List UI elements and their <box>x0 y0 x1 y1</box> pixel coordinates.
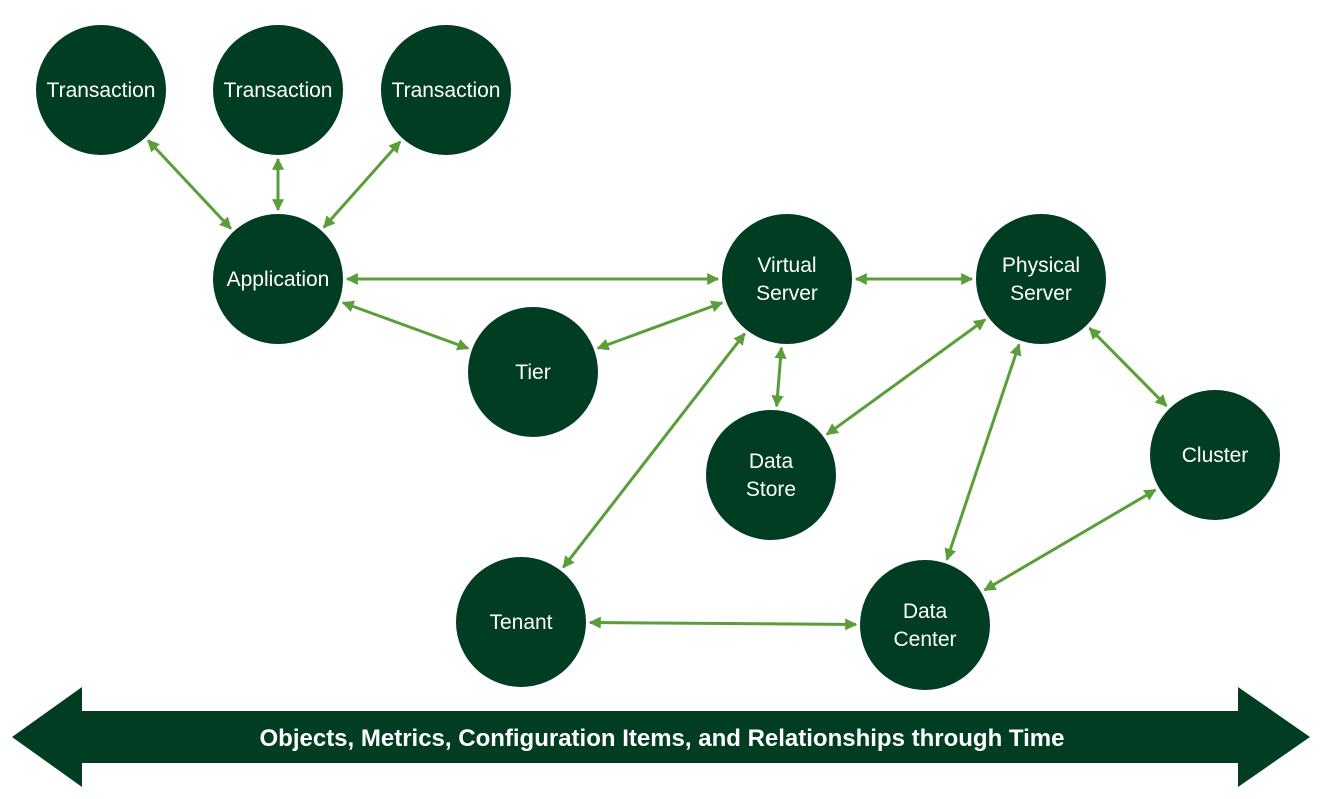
node-circle <box>860 560 990 690</box>
edge-virtual-server-tenant <box>562 332 746 569</box>
edge-application-tier <box>341 300 470 351</box>
node-label: Tenant <box>489 611 552 634</box>
node-circle <box>468 307 598 437</box>
edges <box>147 139 1168 631</box>
node-circle <box>213 25 343 155</box>
node-label: Center <box>893 628 956 651</box>
node-circle <box>456 557 586 687</box>
edge-tenant-data-center <box>588 616 858 631</box>
node-transaction-2: Transaction <box>213 25 343 155</box>
timeline-banner: Objects, Metrics, Configuration Items, a… <box>12 687 1310 787</box>
node-label: Store <box>746 478 796 501</box>
node-tier: Tier <box>468 307 598 437</box>
node-transaction-1: Transaction <box>36 25 166 155</box>
node-label: Transaction <box>47 79 156 102</box>
node-transaction-3: Transaction <box>381 25 511 155</box>
edge-physical-server-data-store <box>825 318 987 436</box>
node-circle <box>722 214 852 344</box>
double-arrow-banner <box>12 687 1310 787</box>
node-circle <box>36 25 166 155</box>
edge-tier-virtual-server <box>596 300 724 351</box>
node-label: Transaction <box>224 79 333 102</box>
node-circle <box>381 25 511 155</box>
nodes: Transaction Transaction TransactionApplica… <box>36 25 1280 690</box>
node-application: Application <box>213 214 343 344</box>
node-label: Server <box>756 282 818 305</box>
edge-physical-server-data-center <box>944 343 1022 561</box>
banner-label: Objects, Metrics, Configuration Items, a… <box>260 725 1065 752</box>
node-label: Physical <box>1002 254 1080 277</box>
node-circle <box>213 214 343 344</box>
edge-transaction-1-application <box>147 139 232 230</box>
edge-transaction-3-application <box>322 140 402 229</box>
node-label: Data <box>749 450 794 473</box>
node-circle <box>1150 390 1280 520</box>
edge-cluster-data-center <box>983 488 1157 592</box>
node-label: Data <box>903 600 948 623</box>
node-tenant: Tenant <box>456 557 586 687</box>
edge-physical-server-cluster <box>1088 327 1168 407</box>
node-label: Tier <box>515 361 550 384</box>
node-circle <box>976 214 1106 344</box>
node-label: Application <box>227 268 330 291</box>
node-cluster: Cluster <box>1150 390 1280 520</box>
node-label: Cluster <box>1182 444 1249 467</box>
node-label: Server <box>1010 282 1072 305</box>
node-label: Virtual <box>757 254 816 277</box>
node-circle <box>706 410 836 540</box>
node-label: Transaction <box>392 79 501 102</box>
edge-virtual-server-data-store <box>771 346 787 408</box>
